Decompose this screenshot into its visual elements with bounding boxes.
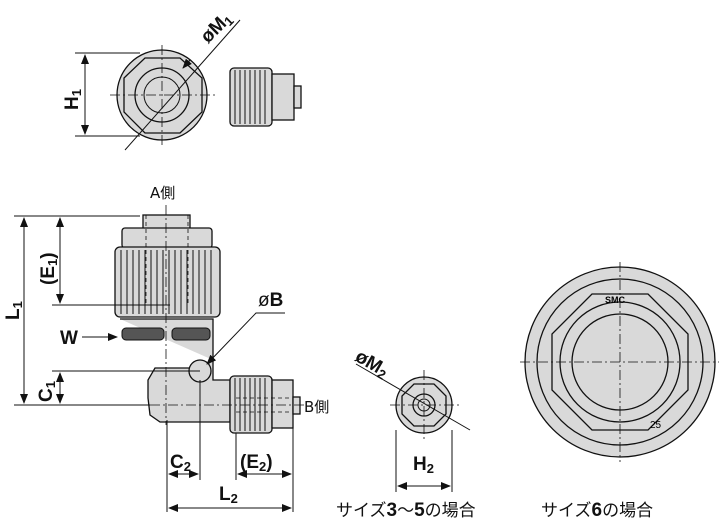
side-view: A側 B側 L1 (E1) C1 W øB C2 (E2) L2 xyxy=(3,184,329,512)
extension-lines xyxy=(166,380,294,512)
caption-size-3-5: サイズ3〜5の場合 xyxy=(336,500,476,521)
c1-label: C1 xyxy=(36,381,58,402)
m1-arrow xyxy=(182,58,192,69)
centerlines xyxy=(390,370,460,440)
b-knurled-nut xyxy=(229,375,273,434)
e2-label: (E2) xyxy=(240,452,273,474)
top-view-nut xyxy=(229,67,273,127)
top-view-centerlines xyxy=(110,45,218,145)
body-slot xyxy=(171,327,211,341)
h2-label: H2 xyxy=(413,454,434,476)
body-slot xyxy=(121,327,165,341)
l1-label: L1 xyxy=(3,301,25,320)
w-label: W xyxy=(60,328,78,349)
side-centerlines xyxy=(150,205,305,425)
knurl-lines xyxy=(234,378,266,431)
top-view: H1 øM1 xyxy=(62,8,302,151)
end-view-size-3-5: øM2 H2 xyxy=(351,346,471,492)
a-side-label: A側 xyxy=(150,184,175,202)
h1-label: H1 xyxy=(62,89,84,110)
end-view-size-6: SMC 25 xyxy=(520,262,719,462)
h1-extension-lines xyxy=(75,52,140,137)
b-body-end xyxy=(271,379,294,429)
m1-leader xyxy=(124,19,241,151)
c2-label: C2 xyxy=(170,452,191,474)
e1-label: (E1) xyxy=(38,252,60,285)
extension-lines xyxy=(395,430,453,492)
top-view-stub xyxy=(293,85,302,109)
smc-logo: SMC xyxy=(605,295,626,305)
a-knurled-nut xyxy=(114,246,221,318)
m1-label: øM1 xyxy=(197,8,237,48)
b-stub xyxy=(292,396,301,415)
centerlines xyxy=(520,262,719,462)
size-mark: 25 xyxy=(650,420,662,431)
m2-leader xyxy=(355,363,471,431)
top-view-body-end xyxy=(271,73,295,121)
caption-size-6: サイズ6の場合 xyxy=(541,500,653,521)
knurl-lines xyxy=(120,250,212,314)
extension-lines xyxy=(14,215,200,406)
hidden-lines xyxy=(145,215,290,413)
a-cap xyxy=(121,227,213,249)
b-label: øB xyxy=(258,290,283,311)
b-leader xyxy=(206,312,285,365)
b-side-label: B側 xyxy=(304,398,329,416)
knurl-lines xyxy=(234,70,266,124)
m2-label: øM2 xyxy=(351,346,392,382)
l2-label: L2 xyxy=(219,484,238,506)
